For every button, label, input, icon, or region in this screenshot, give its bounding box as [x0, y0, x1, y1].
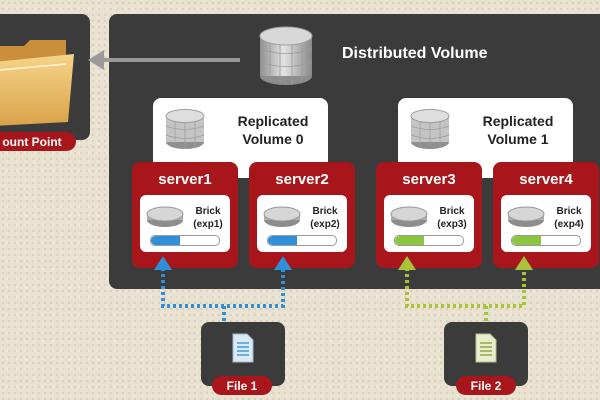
brick-title: Brick [556, 206, 582, 217]
replicated-volume-line2: Volume 1 [487, 131, 549, 147]
brick-capacity-bar [394, 235, 464, 246]
document-icon [475, 333, 497, 363]
database-icon [259, 26, 313, 85]
file1-label: File 1 [212, 376, 272, 395]
brick-capacity-fill [268, 236, 297, 245]
folder-icon [0, 40, 74, 126]
mount-point-panel [0, 14, 90, 140]
server4-box: server4 Brick (exp4) [493, 162, 599, 268]
brick-label: Brick (exp3) [432, 205, 472, 231]
replicated-volume-0-title: Replicated Volume 0 [223, 112, 323, 148]
database-icon [165, 109, 205, 149]
replicated-volume-line1: Replicated [237, 113, 309, 129]
brick-label: Brick (exp2) [305, 205, 345, 231]
disk-icon [146, 206, 184, 227]
disk-icon [263, 206, 301, 227]
server-name: server4 [519, 171, 573, 188]
server3-box: server3 Brick (exp3) [376, 162, 482, 268]
server-name: server1 [158, 171, 212, 188]
disk-icon [507, 206, 545, 227]
file1-panel [201, 322, 285, 386]
server2-box: server2 Brick (exp2) [249, 162, 355, 268]
file2-connector [405, 268, 526, 324]
brick-capacity-bar [511, 235, 581, 246]
disk-icon [390, 206, 428, 227]
brick-capacity-fill [151, 236, 180, 245]
brick-card: Brick (exp3) [384, 195, 474, 252]
brick-export: (exp4) [554, 219, 584, 230]
brick-card: Brick (exp4) [501, 195, 591, 252]
file2-panel [444, 322, 528, 386]
arrow-up-icon [154, 256, 172, 270]
brick-export: (exp2) [310, 219, 340, 230]
brick-card: Brick (exp2) [257, 195, 347, 252]
document-icon [232, 333, 254, 363]
brick-capacity-bar [267, 235, 337, 246]
arrow-up-icon [398, 256, 416, 270]
brick-title: Brick [312, 206, 338, 217]
brick-label: Brick (exp1) [188, 205, 228, 231]
arrow-up-icon [515, 256, 533, 270]
replicated-volume-line2: Volume 0 [242, 131, 304, 147]
server1-box: server1 Brick (exp1) [132, 162, 238, 268]
server-name: server3 [402, 171, 456, 188]
brick-capacity-bar [150, 235, 220, 246]
brick-label: Brick (exp4) [549, 205, 589, 231]
file1-connector [161, 268, 285, 324]
replicated-volume-1-title: Replicated Volume 1 [468, 112, 568, 148]
mount-point-label: ount Point [0, 132, 76, 151]
brick-export: (exp1) [193, 219, 223, 230]
server-name: server2 [275, 171, 329, 188]
database-icon [410, 109, 450, 149]
brick-card: Brick (exp1) [140, 195, 230, 252]
brick-title: Brick [195, 206, 221, 217]
brick-capacity-fill [395, 236, 424, 245]
brick-title: Brick [439, 206, 465, 217]
file2-label: File 2 [456, 376, 516, 395]
brick-export: (exp3) [437, 219, 467, 230]
replicated-volume-line1: Replicated [482, 113, 554, 129]
arrow-up-icon [274, 256, 292, 270]
distributed-volume-title: Distributed Volume [342, 45, 488, 62]
brick-capacity-fill [512, 236, 541, 245]
